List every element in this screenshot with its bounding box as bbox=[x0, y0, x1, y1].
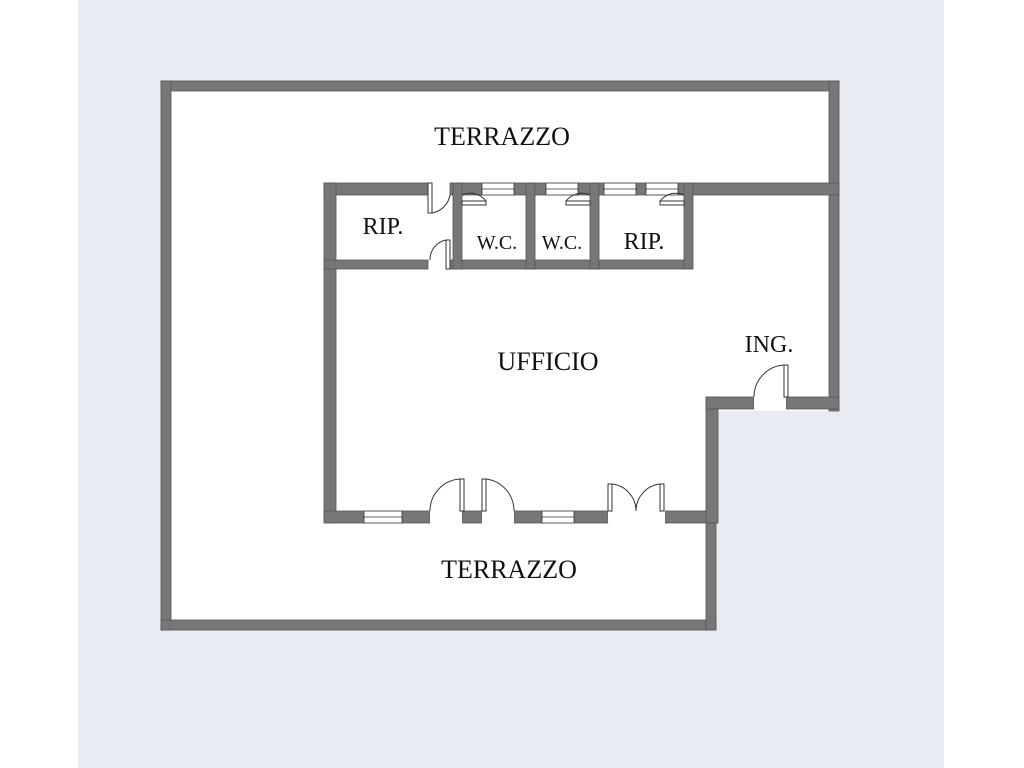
room-labels: TERRAZZO RIP. W.C. W.C. RIP. UFFICIO ING… bbox=[363, 122, 794, 584]
door-terrace-1 bbox=[429, 478, 465, 523]
wall-office-bottom-2 bbox=[401, 510, 431, 524]
wall-service-right bbox=[683, 182, 694, 270]
wall-office-bottom-1 bbox=[323, 510, 365, 524]
wall-service-divider-3 bbox=[589, 182, 600, 270]
windows bbox=[363, 182, 679, 524]
label-storage-left: RIP. bbox=[363, 214, 404, 240]
wall-outer-top bbox=[160, 80, 840, 92]
wall-office-top-mid-4 bbox=[635, 182, 647, 196]
wall-office-top-right bbox=[677, 182, 840, 196]
wall-outer-bottom bbox=[160, 619, 717, 631]
door-wc-1 bbox=[461, 192, 487, 206]
wall-service-bottom-1 bbox=[323, 259, 429, 270]
door-entrance bbox=[753, 364, 789, 409]
walls bbox=[160, 80, 840, 631]
door-storage-right bbox=[659, 192, 685, 206]
doors bbox=[427, 182, 789, 523]
door-terrace-2 bbox=[481, 478, 515, 523]
label-wc-2: W.C. bbox=[542, 232, 582, 254]
label-wc-1: W.C. bbox=[477, 232, 517, 254]
label-entrance: ING. bbox=[745, 332, 794, 358]
wall-office-bottom-3 bbox=[461, 510, 483, 524]
wall-office-right-lower bbox=[705, 396, 719, 524]
wall-office-left bbox=[323, 182, 337, 524]
label-terrace-bottom: TERRAZZO bbox=[441, 555, 577, 584]
label-terrace-top: TERRAZZO bbox=[434, 122, 570, 151]
door-storage-left-bottom bbox=[429, 239, 451, 270]
wall-service-bottom-2 bbox=[449, 259, 691, 270]
wall-service-divider-2 bbox=[525, 182, 536, 270]
wall-outer-right-lower bbox=[705, 519, 717, 631]
wall-office-step bbox=[705, 396, 755, 410]
wall-service-divider-1 bbox=[452, 182, 463, 270]
door-terrace-double bbox=[607, 483, 665, 523]
wall-office-step-right bbox=[785, 396, 840, 410]
door-storage-left-top bbox=[427, 182, 451, 214]
wall-office-top-left bbox=[323, 182, 429, 196]
label-office: UFFICIO bbox=[497, 347, 598, 376]
wall-office-bottom-4 bbox=[513, 510, 543, 524]
label-storage-right: RIP. bbox=[624, 229, 665, 255]
wall-outer-left bbox=[160, 80, 172, 631]
wall-office-bottom-5 bbox=[573, 510, 609, 524]
wall-outer-right bbox=[828, 80, 840, 412]
door-wc-2 bbox=[565, 192, 591, 206]
